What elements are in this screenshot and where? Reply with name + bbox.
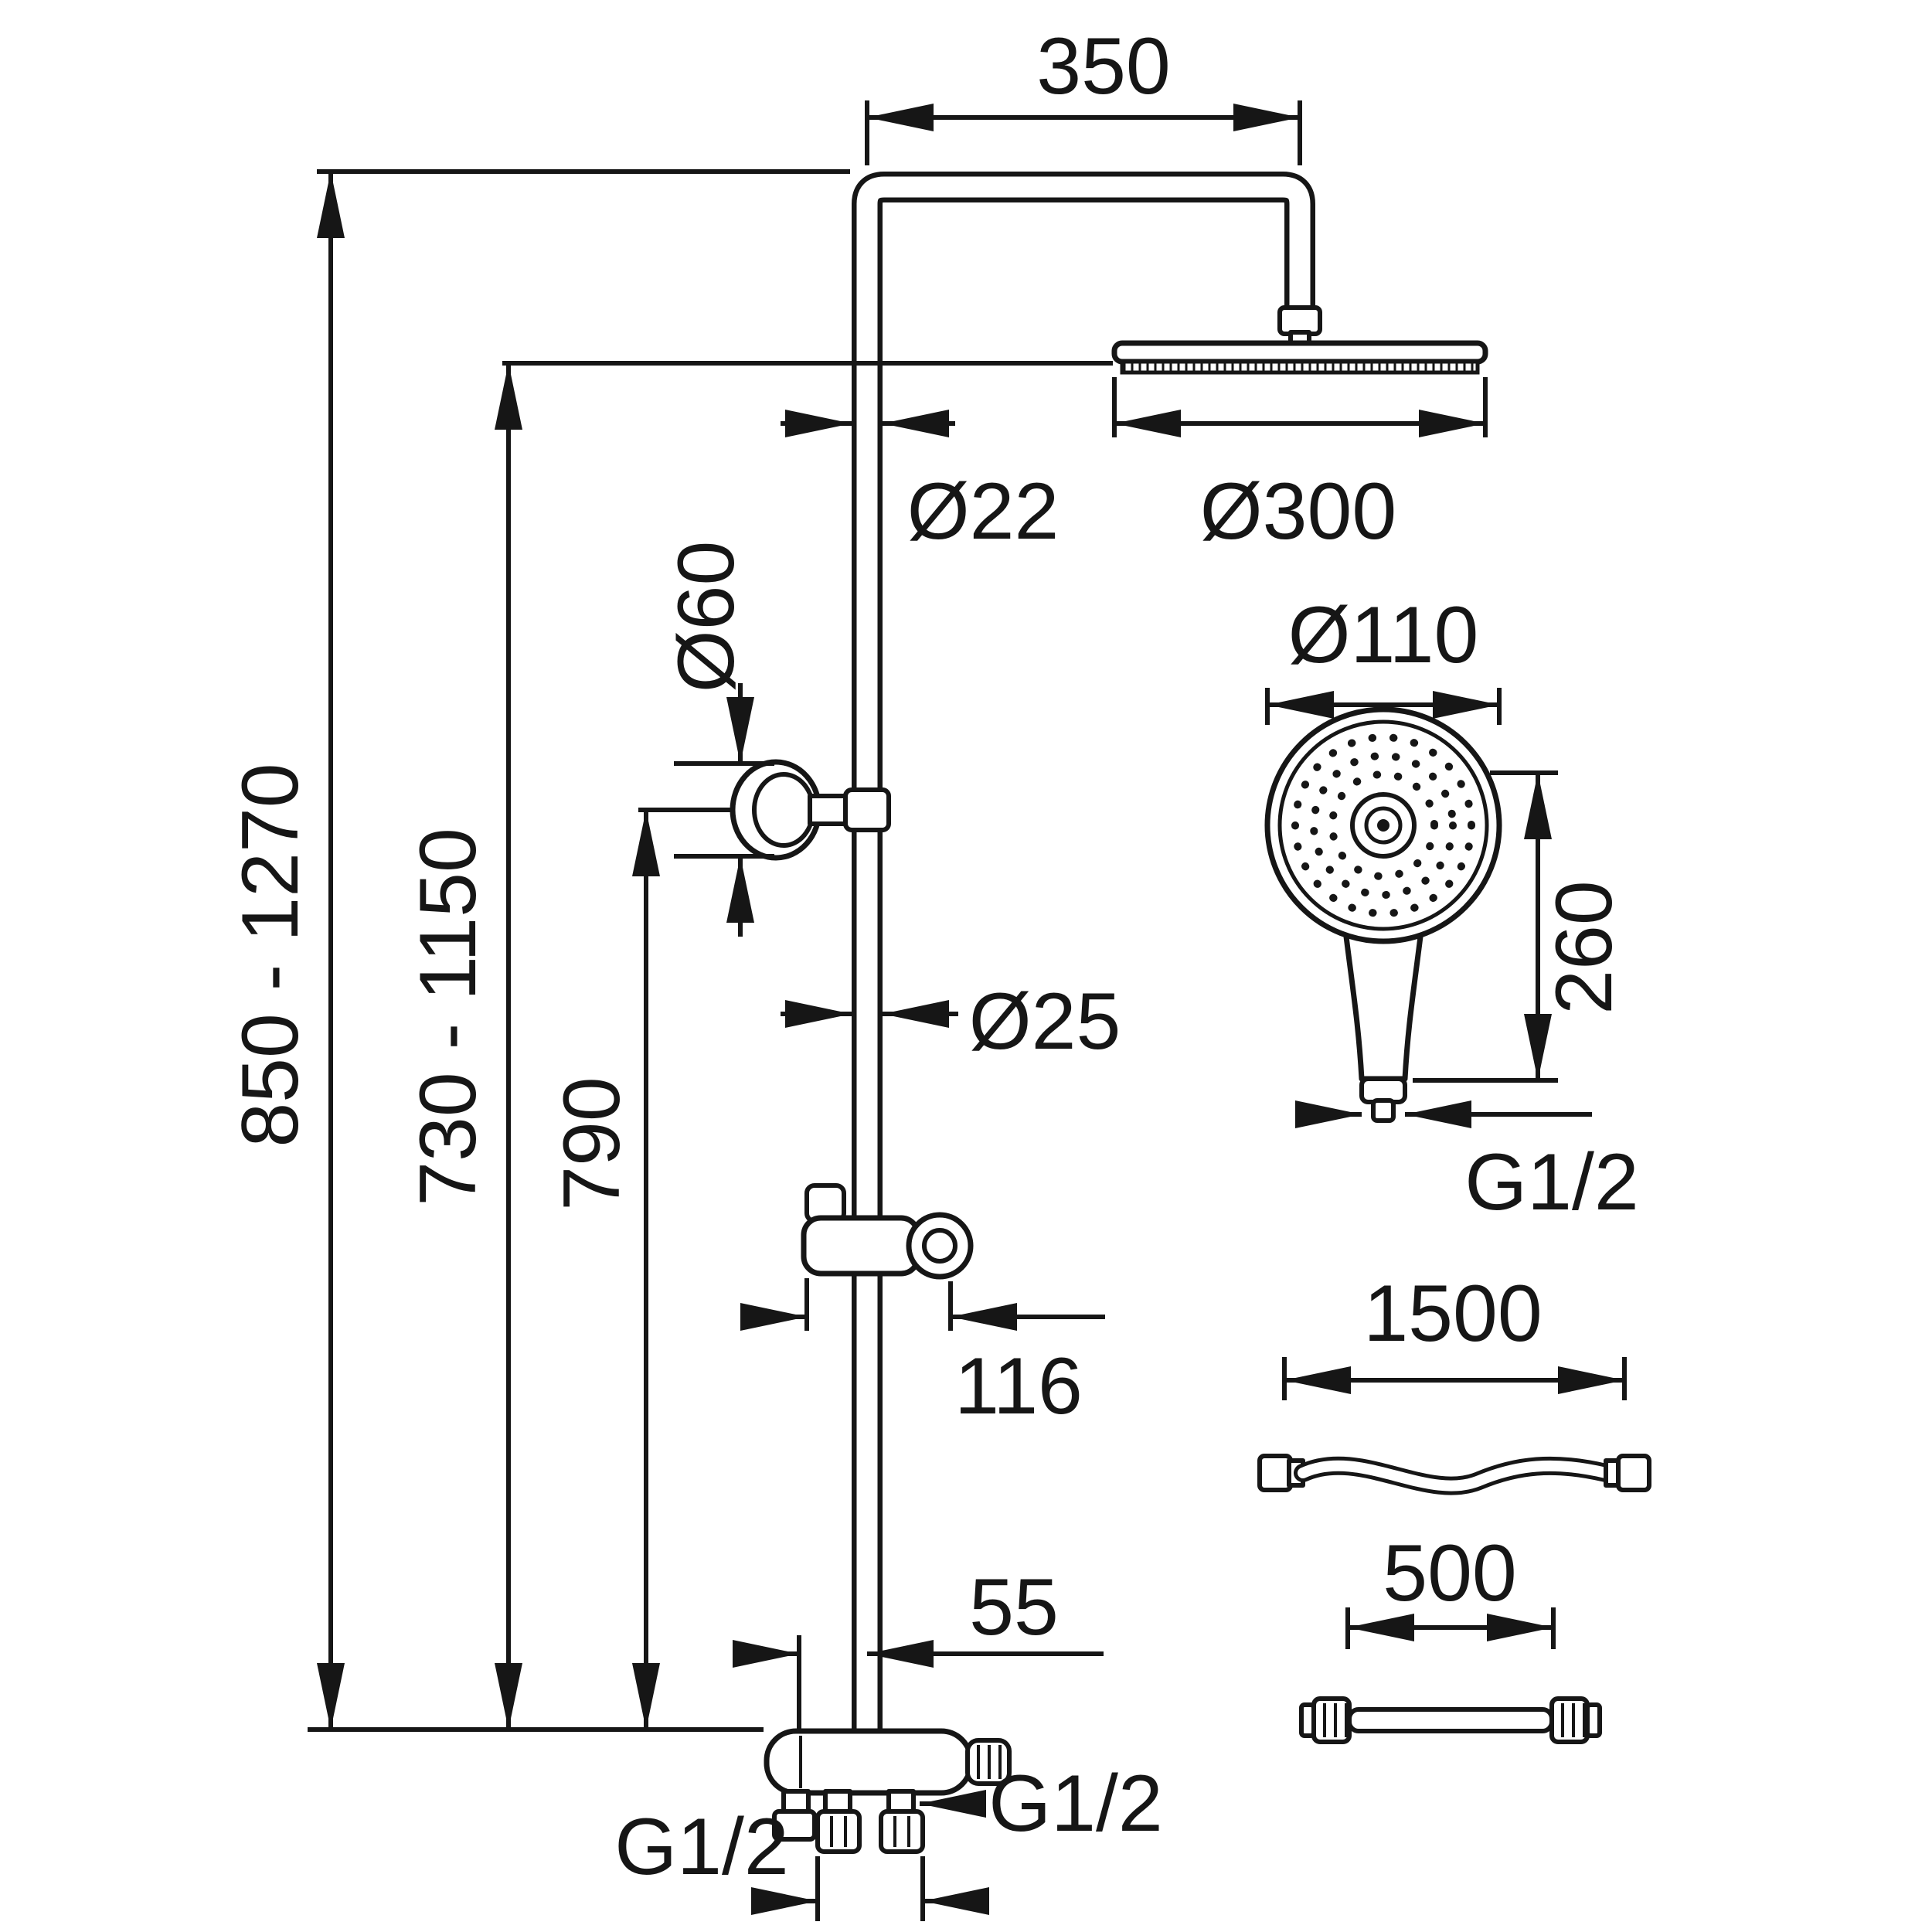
dim-top-width: 350 (865, 22, 1302, 165)
dim-label-g12-outlet: G1/2 (988, 1759, 1162, 1849)
dim-label-55: 55 (969, 1563, 1059, 1652)
hose-outlet-nut (772, 1809, 817, 1842)
bracket-clamp (843, 787, 891, 832)
dim-label-d300: Ø300 (1200, 467, 1396, 556)
dim-bracket-height: 790 (547, 808, 731, 1730)
dim-label-790: 790 (547, 1077, 637, 1211)
rain-shower-head (1111, 305, 1488, 375)
dim-inlet-thread: G1/2 (614, 1802, 989, 1921)
dim-label-730-1150: 730 - 1150 (403, 828, 493, 1206)
dim-riser-top-diameter: Ø22 (781, 410, 1060, 556)
dim-label-350: 350 (1036, 22, 1171, 111)
dim-outlet-thread: G1/2 (920, 1759, 1163, 1849)
head-union-nut (1277, 305, 1322, 336)
dim-hose-short: 500 (1345, 1529, 1556, 1649)
inlet-right-nut (879, 1809, 925, 1854)
dim-bottom-offset: 55 (733, 1563, 1104, 1733)
mixer-body (764, 1728, 1012, 1854)
shower-hose-1500 (1257, 1454, 1651, 1495)
dim-label-1500: 1500 (1363, 1269, 1542, 1359)
dim-hose-long: 1500 (1282, 1269, 1627, 1400)
dim-hand-length: 260 (1413, 770, 1629, 1083)
dim-label-500: 500 (1383, 1529, 1517, 1618)
dim-label-g12-inlet: G1/2 (614, 1802, 788, 1892)
hand-shower-handle (1342, 921, 1425, 1082)
shower-hose-500 (1299, 1696, 1602, 1744)
dim-label-d60: Ø60 (662, 541, 751, 693)
dim-label-d25: Ø25 (969, 977, 1121, 1066)
dim-head-diameter: Ø300 (1112, 377, 1488, 556)
riser-pipe (843, 172, 1315, 1739)
dim-hand-diameter: Ø110 (1265, 590, 1502, 725)
hand-shower (1264, 706, 1502, 1123)
dim-hand-thread: G1/2 (1295, 1100, 1639, 1227)
slider-holder (801, 1183, 974, 1280)
dim-label-116: 116 (954, 1342, 1083, 1431)
inlet-left-nut (815, 1809, 862, 1854)
dim-total-height: 850 - 1270 (226, 169, 850, 1732)
dim-riser-diameter: Ø25 (781, 977, 1121, 1066)
dim-label-850-1270: 850 - 1270 (226, 763, 315, 1147)
head-nozzle-band (1120, 359, 1480, 375)
wall-bracket (730, 759, 855, 861)
dim-label-g12-hand: G1/2 (1464, 1138, 1638, 1227)
dim-label-d22: Ø22 (907, 467, 1060, 556)
dim-holder-width: 116 (740, 1278, 1105, 1431)
dim-head-height: 730 - 1150 (403, 361, 1113, 1730)
dim-label-260: 260 (1539, 880, 1629, 1015)
dim-label-d110: Ø110 (1288, 590, 1479, 680)
dim-bracket-diameter: Ø60 (662, 541, 774, 937)
